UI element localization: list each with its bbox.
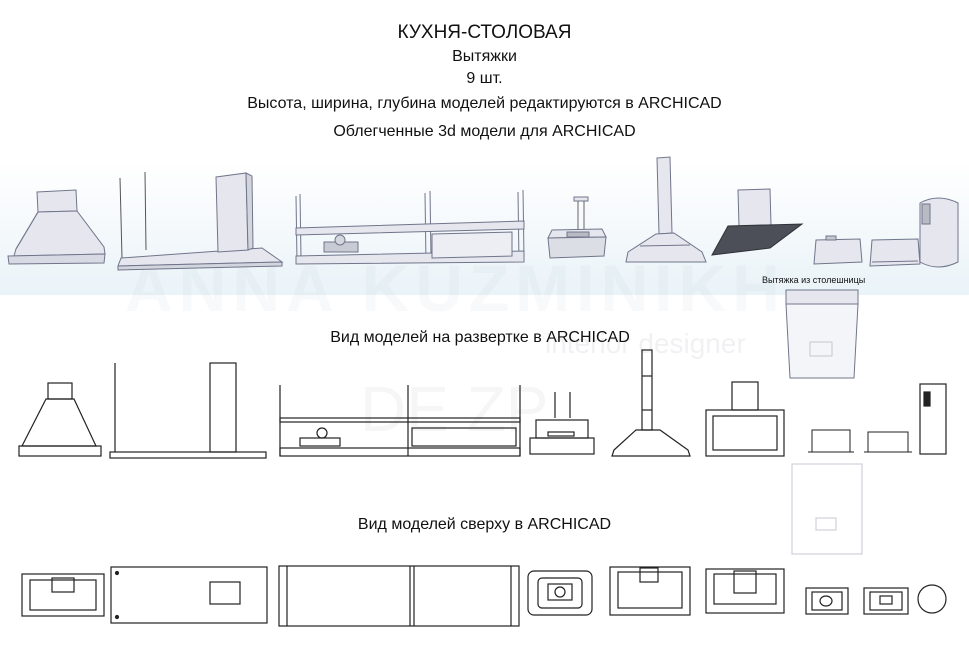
models-3d-row [7, 156, 959, 379]
built-in-elevation-icon [808, 429, 912, 453]
elevation-row [18, 349, 947, 555]
built-in-hood-icon [813, 235, 921, 267]
inclined-glass-top-icon [705, 568, 785, 614]
elevation-section-title: Вид моделей на развертке в ARCHICAD [330, 329, 630, 346]
two-shelf-rack-hood-icon [295, 189, 525, 265]
pendant-elevation-icon [529, 392, 595, 455]
t-shaped-top-icon [609, 566, 691, 616]
pendant-hood-icon [547, 196, 607, 259]
cylinder-top-icon [917, 584, 947, 614]
counter-hood-label: Вытяжка из столешницы [762, 275, 866, 285]
model-count: 9 шт. [466, 70, 503, 87]
island-column-hood-icon [215, 172, 254, 253]
inclined-glass-hood-icon [711, 188, 804, 256]
watermark-role: interior designer [545, 328, 746, 359]
t-shaped-hood-icon [625, 156, 707, 263]
built-in-top-icon [805, 587, 909, 615]
rack-top-icon [278, 565, 520, 627]
watermark-mark: DE ZP [360, 373, 549, 445]
rack-elevation-icon [279, 385, 521, 457]
dome-hood-top-icon [21, 573, 105, 617]
pendant-top-icon [527, 570, 593, 616]
page-title: КУХНЯ-СТОЛОВАЯ [397, 22, 572, 43]
suspended-shelf-top-icon [110, 566, 268, 624]
counter-hood-elevation-icon [791, 463, 863, 555]
dome-hood-icon [7, 189, 106, 265]
top-view-row [21, 565, 947, 627]
top-section-title: Вид моделей сверху в ARCHICAD [357, 516, 612, 533]
light-models-note: Облегченные 3d модели для ARCHICAD [333, 123, 636, 140]
counter-hood-render-icon [785, 289, 859, 379]
t-shaped-elevation-icon [611, 349, 691, 457]
suspended-shelf-elevation-icon [109, 362, 267, 459]
inclined-glass-elevation-icon [705, 381, 785, 457]
suspended-shelf-hood-icon [117, 171, 284, 271]
edit-note: Высота, ширина, глубина моделей редактир… [247, 95, 722, 112]
cylinder-hood-icon [919, 197, 959, 268]
dome-hood-elevation-icon [18, 382, 102, 457]
page-subtitle: Вытяжки [452, 48, 517, 65]
cylinder-elevation-icon [919, 383, 947, 455]
